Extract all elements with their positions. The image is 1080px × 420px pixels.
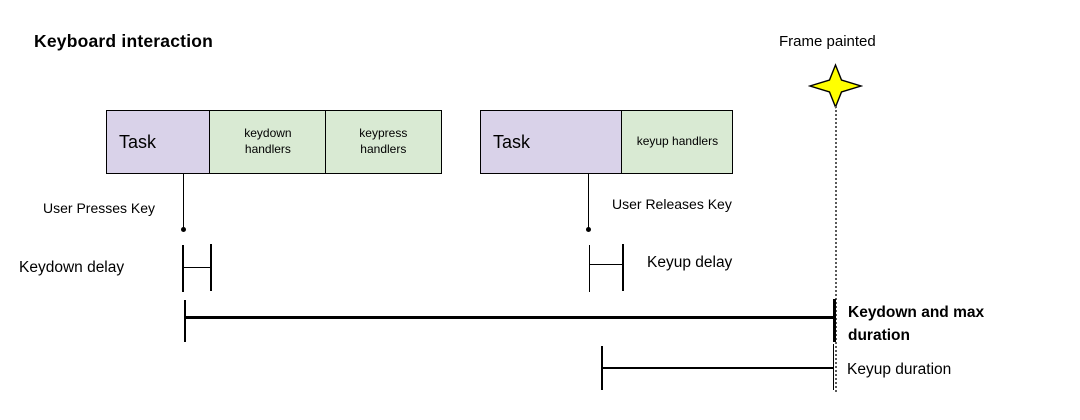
- keypress-handlers-box: keypress handlers: [324, 110, 442, 174]
- keydown-duration-label: Keydown and max duration: [848, 304, 985, 344]
- keydown-duration-end-tick: [833, 299, 836, 342]
- keydown-handlers-box: keydown handlers: [209, 110, 327, 174]
- keydown-task-row: Task keydown handlers keypress handlers: [106, 110, 442, 174]
- diagram-title: Keyboard interaction: [34, 31, 214, 51]
- keypress-handlers-label: keypress handlers: [359, 126, 408, 156]
- frame-paint-time-line: [835, 106, 837, 392]
- keydown-handlers-label: keydown handlers: [244, 126, 292, 156]
- four-point-star-icon: [808, 63, 863, 109]
- keydown-delay-span-line: [182, 266, 212, 268]
- keyup-delay-span-line: [588, 263, 624, 265]
- keyup-handlers-label: keyup handlers: [636, 134, 719, 149]
- keyup-delay-start-tick: [588, 245, 590, 292]
- keyup-duration-label: Keyup duration: [847, 361, 952, 378]
- keydown-task-label: Task: [119, 131, 157, 152]
- keyup-task-row: Task keyup handlers: [480, 110, 734, 174]
- keyup-duration-span-line: [601, 367, 834, 369]
- keyup-task-box: Task: [480, 110, 623, 174]
- release-event-label: User Releases Key: [612, 196, 732, 212]
- release-event-line: [587, 174, 589, 228]
- press-event-label: User Presses Key: [43, 200, 156, 216]
- keyup-task-label: Task: [493, 131, 531, 152]
- press-event-dot: [180, 227, 186, 232]
- keyup-handlers-box: keyup handlers: [621, 110, 734, 174]
- keydown-duration-span-line: [184, 315, 835, 319]
- keydown-delay-label: Keydown delay: [19, 259, 125, 276]
- keydown-task-box: Task: [106, 110, 211, 174]
- keyup-duration-end-tick: [832, 344, 834, 390]
- keydown-duration-start-tick: [183, 300, 186, 342]
- frame-painted-label: Frame painted: [779, 33, 876, 50]
- press-event-line: [182, 174, 184, 228]
- keyup-delay-end-tick: [622, 243, 624, 291]
- keydown-delay-start-tick: [182, 245, 184, 292]
- release-event-dot: [585, 227, 591, 232]
- keyup-delay-label: Keyup delay: [647, 254, 733, 271]
